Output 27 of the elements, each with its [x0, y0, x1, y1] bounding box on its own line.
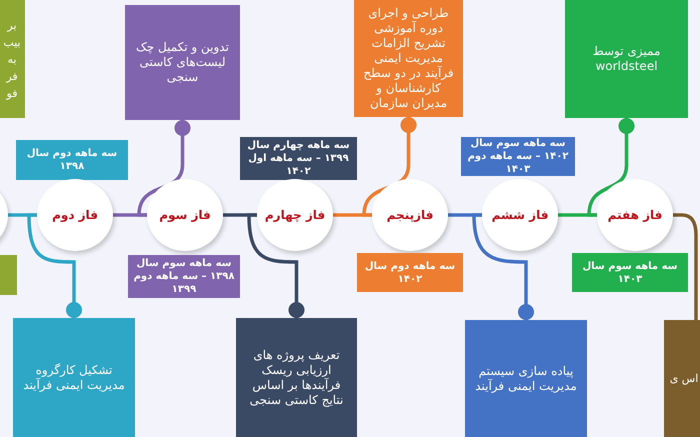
connector [247, 213, 304, 318]
task-box: اس ی [664, 320, 700, 437]
task-box: تعریف پروژه های ارزیابی ریسک فرآیندها بر اساس نتایج کاستی سنجی [236, 318, 357, 437]
connector [362, 117, 416, 217]
phase-circle: فاز هفتم [597, 179, 673, 251]
task-box [0, 255, 17, 295]
task-box: تدوین و تکمیل چک لیست‌های کاستی سنجی [125, 5, 240, 120]
phase-circle: فازپنجم [372, 179, 448, 251]
task-box: ممیزی توسط worldsteel [565, 0, 688, 118]
task-box: تشکیل کارگروه مدیریت ایمنی فرآیند [13, 318, 135, 437]
task-box: بر بیب به فر فو [0, 0, 25, 118]
connector [27, 213, 82, 318]
connector [587, 118, 634, 217]
date-box: سه ماهه سوم سال ۱۴۰۳ [572, 253, 688, 292]
connector [472, 213, 534, 320]
date-box: سه ماهه سوم سال ۱۳۹۸ – سه ماهه دوم ۱۳۹۹ [128, 255, 240, 298]
connector [137, 120, 190, 217]
phase-circle: فاز دوم [37, 179, 113, 251]
date-box: سه ماهه چهارم سال ۱۳۹۹ – سه ماهه اول ۱۴۰۲ [240, 137, 357, 180]
phase-circle: فاز چهارم [257, 179, 333, 251]
date-box: سه ماهه دوم سال ۱۳۹۸ [16, 140, 128, 180]
phase-circle: فاز سوم [147, 179, 223, 251]
phase-circle: فاز ششم [482, 179, 558, 251]
task-box: طراحی و اجرای دوره آموزشی تشریح الزامات مدیریت ایمنی فرآیند در دو سطح کارشناسان و مدیران سازمان [354, 0, 463, 117]
date-box: سه ماهه سوم سال ۱۴۰۲ – سه ماهه دوم ۱۴۰۳ [461, 137, 575, 176]
date-box: سه ماهه دوم سال ۱۴۰۲ [357, 253, 463, 292]
task-box: پیاده سازی سیستم مدیریت ایمنی فرآیند [465, 320, 587, 437]
